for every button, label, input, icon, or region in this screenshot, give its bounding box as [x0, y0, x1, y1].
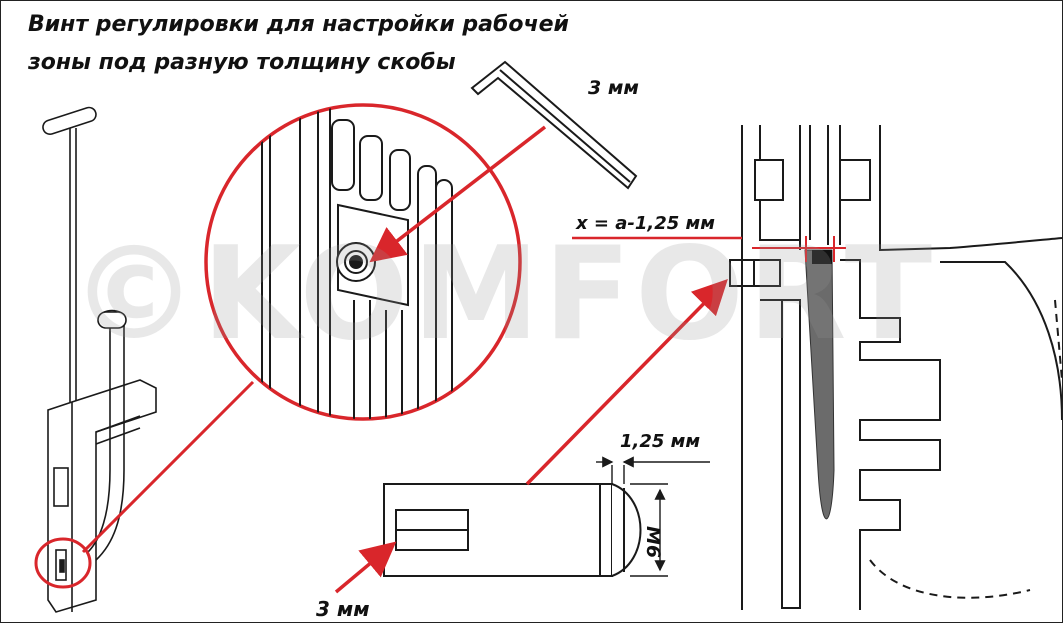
- staple-tip: [812, 250, 832, 264]
- title-line-1: Винт регулировки для настройки рабочей: [28, 12, 569, 37]
- watermark-text: ©KOMFORT: [70, 220, 936, 369]
- detail-pointer-line: [81, 380, 255, 554]
- thread-size-label: М6: [642, 526, 664, 559]
- stapler-tool-drawing: [42, 106, 157, 613]
- hex-key-size-label: 3 мм: [588, 77, 639, 99]
- screw-pointer-arrow: [369, 125, 547, 263]
- set-screw-drawing: [383, 456, 710, 577]
- gap-formula-label: x = a-1,25 мм: [576, 213, 715, 234]
- detail-marker-circle: [34, 537, 92, 589]
- cross-section-drawing: [729, 125, 1063, 610]
- staple-section: [804, 249, 835, 520]
- hex-socket-arrow: [334, 541, 397, 594]
- hex-socket-size-label: 3 мм: [316, 597, 370, 621]
- title-line-2: зоны под разную толщину скобы: [28, 50, 456, 75]
- pitch-dimension-label: 1,25 мм: [620, 431, 701, 452]
- hex-key-drawing: [470, 60, 638, 190]
- screw-to-assembly-arrow: [525, 279, 728, 486]
